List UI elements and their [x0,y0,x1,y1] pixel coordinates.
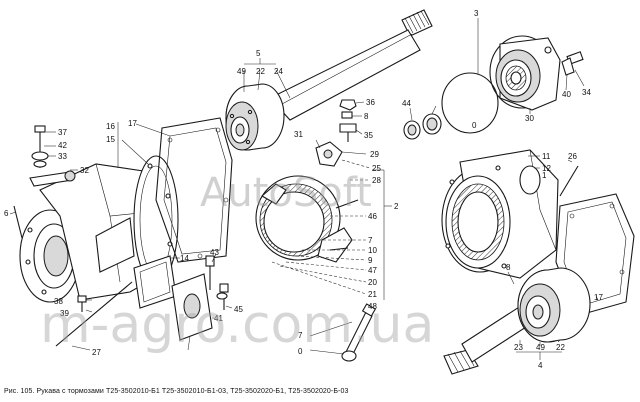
callout-23: 23 [514,343,523,352]
callout-7-lower: 7 [298,331,303,340]
callout-7: 7 [368,236,373,245]
callout-49-right: 49 [536,343,545,352]
callout-1: 1 [542,171,547,180]
bolt-cover [561,51,584,76]
o-ring-large [441,72,499,134]
callout-15: 15 [106,135,115,144]
axle-shaft-upper [225,9,433,151]
pin-right [559,165,579,197]
callout-28: 28 [372,176,381,185]
callout-17-right: 17 [594,293,603,302]
figure-caption: Рис. 105. Рукава с тормозами Т25-3502010… [4,388,349,395]
callout-38: 38 [54,297,63,306]
callout-41: 41 [214,314,223,323]
brake-band [255,175,359,263]
bolts-38-39 [77,295,87,312]
callout-39: 39 [60,309,69,318]
callout-20: 20 [368,278,377,287]
callout-44: 44 [402,99,411,108]
fasteners-center [315,99,357,167]
axle-shaft-lower [443,267,591,375]
callout-12: 12 [542,164,551,173]
callout-49: 49 [237,67,246,76]
brake-lever-lower [341,303,377,362]
callout-45: 45 [234,305,243,314]
callout-27: 27 [92,348,101,357]
leader-lines [9,18,599,360]
callout-16: 16 [106,122,115,131]
callout-21: 21 [368,290,377,299]
callout-37: 37 [58,128,67,137]
callout-9: 9 [368,256,373,265]
callout-33: 33 [58,152,67,161]
callout-3: 3 [474,9,479,18]
callout-22-right: 22 [556,343,565,352]
pin-left [13,205,23,239]
callout-43: 43 [210,248,219,257]
callout-30: 30 [525,114,534,123]
callout-4: 4 [538,361,543,370]
callout-26: 26 [568,152,577,161]
callout-0: 0 [472,121,477,130]
callout-11: 11 [542,152,551,161]
callout-35: 35 [364,131,373,140]
callout-5: 5 [256,49,261,58]
callout-48: 48 [368,302,377,311]
housing-left-sleeve [19,125,179,303]
callout-32: 32 [80,166,89,175]
callout-0-lower: 0 [298,347,303,356]
callout-24: 24 [274,67,283,76]
brake-drum-cover [489,35,561,111]
callout-31: 31 [294,130,303,139]
callout-labels: 5 49 22 24 3 30 34 40 36 8 35 44 0 31 29… [4,9,603,370]
callout-14: 14 [180,254,189,263]
oil-seals [403,113,442,140]
callout-47: 47 [368,266,377,275]
long-rod [55,281,133,347]
callout-17: 17 [128,119,137,128]
callout-2: 2 [394,202,399,211]
callout-8: 8 [364,112,369,121]
callout-36: 36 [366,98,375,107]
callout-46: 46 [368,212,377,221]
callout-25: 25 [372,164,381,173]
callout-8-right: 8 [506,263,511,272]
callout-22: 22 [256,67,265,76]
callout-6: 6 [4,209,9,218]
callout-29: 29 [370,150,379,159]
housing-right-sleeve [441,149,559,279]
callout-34: 34 [582,88,591,97]
callout-42: 42 [58,141,67,150]
callout-10: 10 [368,246,377,255]
cover-with-studs [171,255,229,341]
callout-40: 40 [562,90,571,99]
gasket-left [155,117,233,263]
